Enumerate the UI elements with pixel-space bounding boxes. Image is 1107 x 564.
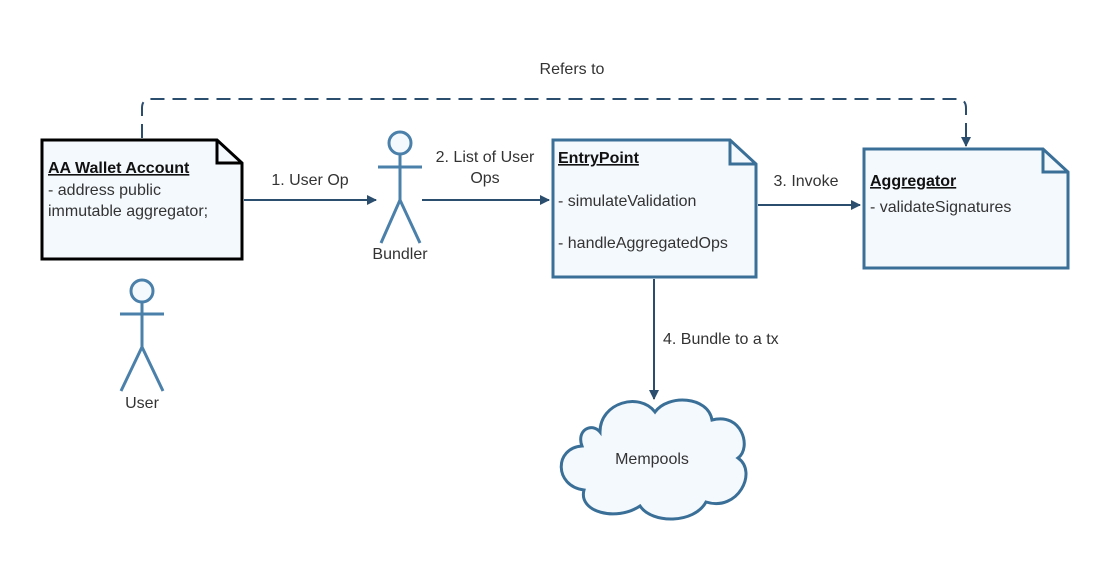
entrypoint-method-simulate: - simulateValidation (558, 193, 696, 210)
wallet-line-2: immutable aggregator; (48, 203, 208, 220)
list-ops-label-line-2: Ops (470, 170, 499, 187)
refers-to-edge (141, 98, 971, 147)
bundle-label: 4. Bundle to a tx (663, 331, 779, 348)
mempools-label: Mempools (615, 451, 689, 468)
wallet-title: AA Wallet Account (48, 160, 190, 177)
entrypoint-node: EntryPoint - simulateValidation - handle… (551, 138, 758, 279)
aggregator-node: Aggregator - validateSignatures (862, 147, 1070, 270)
aa-wallet-account-node: AA Wallet Account - address public immut… (40, 138, 244, 261)
refers-to-label: Refers to (540, 61, 605, 78)
user-actor (119, 278, 165, 392)
bundler-label: Bundler (372, 246, 428, 263)
mempools-cloud: Mempools (559, 398, 748, 521)
invoke-label: 3. Invoke (774, 173, 839, 190)
user-label: User (125, 395, 159, 412)
aggregator-title: Aggregator (870, 173, 956, 190)
entrypoint-title: EntryPoint (558, 150, 640, 167)
entrypoint-method-handle: - handleAggregatedOps (558, 235, 728, 252)
user-op-label: 1. User Op (271, 172, 348, 189)
aggregator-method-validate: - validateSignatures (870, 199, 1011, 216)
bundler-actor (378, 130, 422, 244)
list-ops-label-line-1: 2. List of User (436, 149, 535, 166)
wallet-line-1: - address public (48, 182, 161, 199)
